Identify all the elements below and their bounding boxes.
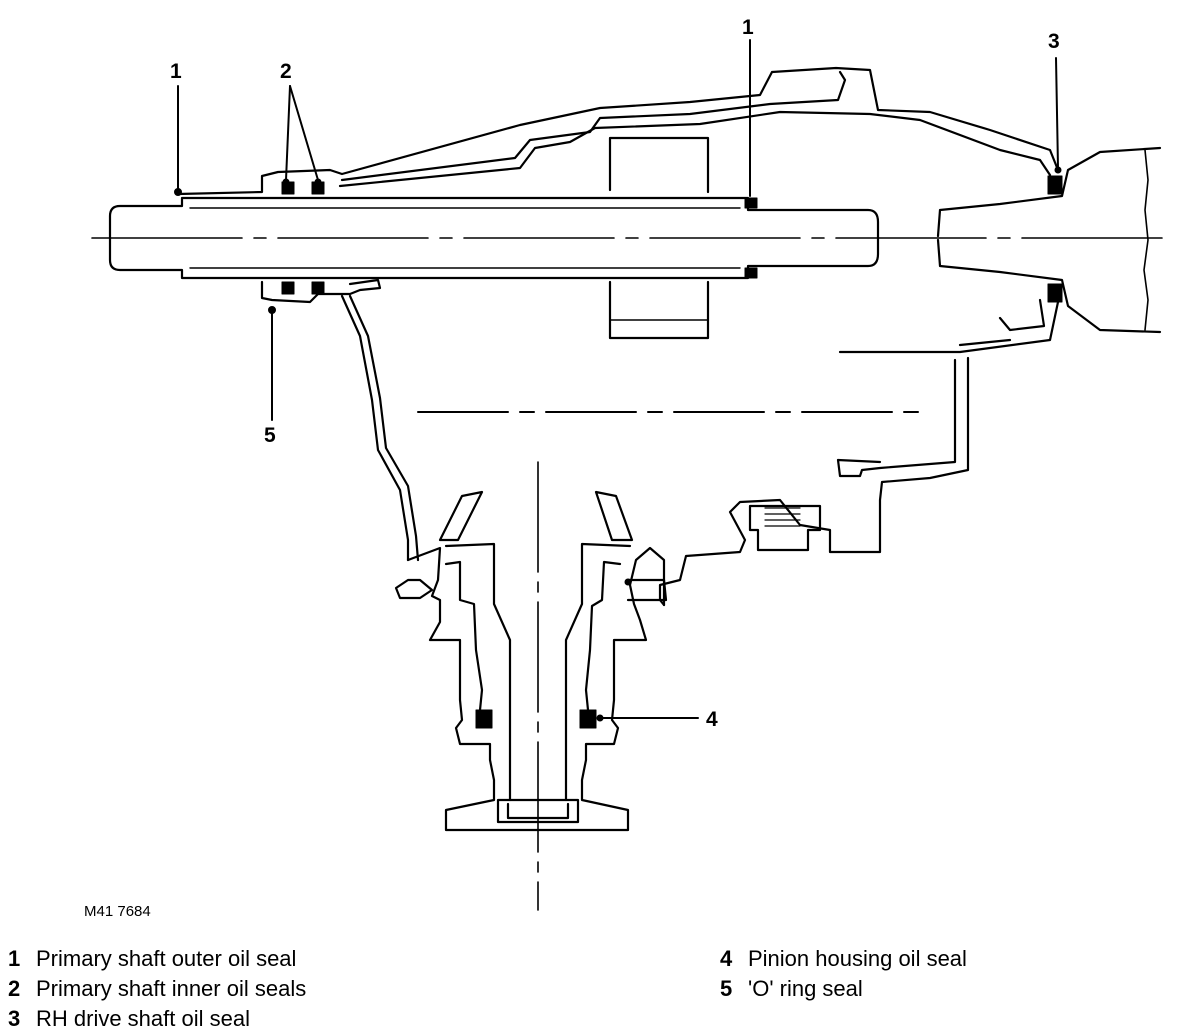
pinion-bearing-right bbox=[626, 578, 668, 602]
legend-item: 2 Primary shaft inner oil seals bbox=[8, 974, 306, 1004]
pinion-bearing-dot bbox=[624, 578, 632, 586]
housing-upper-inner bbox=[338, 110, 1052, 188]
legend-num: 2 bbox=[8, 976, 21, 1001]
primary-shaft-inner-seal-a-lower bbox=[281, 281, 295, 295]
housing-upper-outline bbox=[176, 66, 1060, 196]
leader-2-b bbox=[289, 85, 319, 181]
pinion-housing-inner bbox=[444, 560, 622, 712]
primary-shaft-outer-seal-right bbox=[744, 197, 758, 209]
legend-text: 'O' ring seal bbox=[748, 976, 863, 1001]
legend-item: 4 Pinion housing oil seal bbox=[720, 944, 967, 974]
primary-gear-upper bbox=[608, 136, 710, 194]
callout-4: 4 bbox=[706, 708, 718, 731]
rh-drive-shaft-seal-lower bbox=[1047, 283, 1063, 303]
legend-item: 5 'O' ring seal bbox=[720, 974, 967, 1004]
pinion-housing-outline bbox=[406, 546, 666, 832]
callout-3: 3 bbox=[1048, 30, 1060, 53]
legend-text: Primary shaft inner oil seals bbox=[36, 976, 307, 1001]
legend-num: 1 bbox=[8, 946, 21, 971]
rh-output-shaft-end bbox=[1143, 149, 1149, 331]
housing-upper-inner-2 bbox=[340, 70, 847, 182]
figure-reference-code: M41 7684 bbox=[84, 903, 151, 920]
legend-left: 1 Primary shaft outer oil seal 2 Primary s… bbox=[8, 944, 306, 1034]
primary-shaft-outer-seal-right-lower bbox=[744, 267, 758, 279]
pinion-gear-right-tooth bbox=[594, 490, 634, 542]
legend-text: Primary shaft outer oil seal bbox=[36, 946, 297, 971]
pinion-gear-left-tooth bbox=[438, 490, 484, 542]
callout-2: 2 bbox=[280, 60, 292, 83]
housing-lower-outline bbox=[658, 300, 1060, 607]
legend-num: 5 bbox=[720, 976, 733, 1001]
legend-text: RH drive shaft oil seal bbox=[36, 1006, 250, 1031]
legend-item: 1 Primary shaft outer oil seal bbox=[8, 944, 306, 974]
legend-item: 3 RH drive shaft oil seal bbox=[8, 1004, 306, 1034]
legend-num: 3 bbox=[8, 1006, 21, 1031]
primary-shaft-inner-seal-b-lower bbox=[311, 281, 325, 295]
callout-1-left: 1 bbox=[170, 60, 182, 83]
housing-lower-inner bbox=[836, 298, 1046, 478]
o-ring-flange bbox=[260, 278, 382, 304]
rh-drive-shaft-seal-upper bbox=[1047, 175, 1063, 195]
callout-5: 5 bbox=[264, 424, 276, 447]
pinion-housing-seal-right bbox=[579, 709, 597, 729]
legend-num: 4 bbox=[720, 946, 733, 971]
callout-1-right: 1 bbox=[742, 16, 754, 39]
primary-gear-lower bbox=[608, 280, 710, 340]
pinion-housing-left-lip bbox=[394, 578, 434, 600]
primary-shaft bbox=[108, 196, 880, 280]
pinion-flange-nut bbox=[496, 798, 580, 824]
drain-plug-boss bbox=[748, 504, 822, 552]
pinion-gear-body bbox=[444, 542, 632, 802]
leader-3 bbox=[1055, 57, 1059, 169]
pinion-housing-seal-left bbox=[475, 709, 493, 729]
rh-output-shaft bbox=[936, 146, 1162, 334]
legend-right: 4 Pinion housing oil seal 5 'O' ring seal bbox=[720, 944, 967, 1004]
pinion-housing-left-wall bbox=[340, 294, 420, 562]
leader-2-a bbox=[285, 85, 291, 181]
legend-text: Pinion housing oil seal bbox=[748, 946, 967, 971]
drain-plug-thread bbox=[764, 507, 801, 527]
